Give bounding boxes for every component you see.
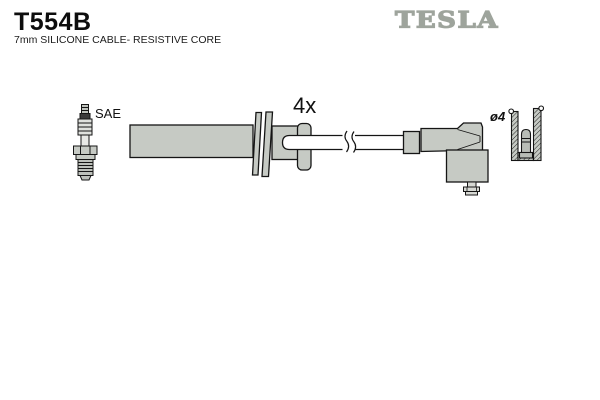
sae-label: SAE <box>95 106 121 121</box>
straight-boot <box>129 111 312 178</box>
elbow-boot <box>420 122 489 196</box>
cable <box>281 130 405 155</box>
socket-cross-section <box>508 105 545 162</box>
spark-plug-icon <box>73 104 98 181</box>
product-description: 7mm SILICONE CABLE- RESISTIVE CORE <box>14 34 222 46</box>
product-code: T554B <box>14 8 92 36</box>
brand-logo: TESLA <box>394 7 499 34</box>
diameter-label: ø4 <box>490 109 506 124</box>
crimp-sleeve <box>402 130 421 155</box>
cable-break <box>342 130 357 155</box>
quantity-label: 4x <box>293 93 316 118</box>
terminal-pin <box>518 128 534 159</box>
